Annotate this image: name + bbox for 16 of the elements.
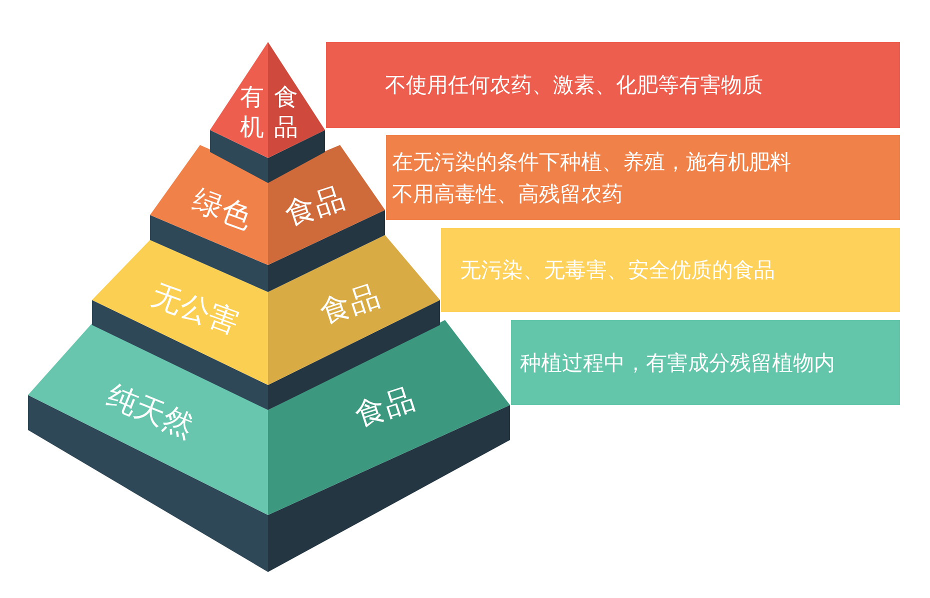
tier-label: 食品 xyxy=(316,281,384,329)
description-text: 在无污染的条件下种植、养殖，施有机肥料不用高毒性、高残留农药 xyxy=(392,148,792,208)
description-band xyxy=(441,228,900,312)
tier-label: 食品 xyxy=(282,183,348,231)
tier-label: 食品 xyxy=(274,82,298,142)
tier-label: 无公害 xyxy=(148,280,242,340)
tier-label: 绿色 xyxy=(188,186,256,234)
description-band xyxy=(386,135,900,220)
description-band xyxy=(326,42,900,128)
tier-label: 食品 xyxy=(352,384,418,432)
description-text: 种植过程中，有害成分残留植物内 xyxy=(520,350,836,376)
description-band xyxy=(511,320,900,405)
description-text: 无污染、无毒害、安全优质的食品 xyxy=(460,257,776,284)
tier-label: 有机 xyxy=(240,82,264,142)
description-text: 不使用任何农药、激素、化肥等有害物质 xyxy=(385,72,764,99)
tier-label: 纯天然 xyxy=(102,381,198,443)
